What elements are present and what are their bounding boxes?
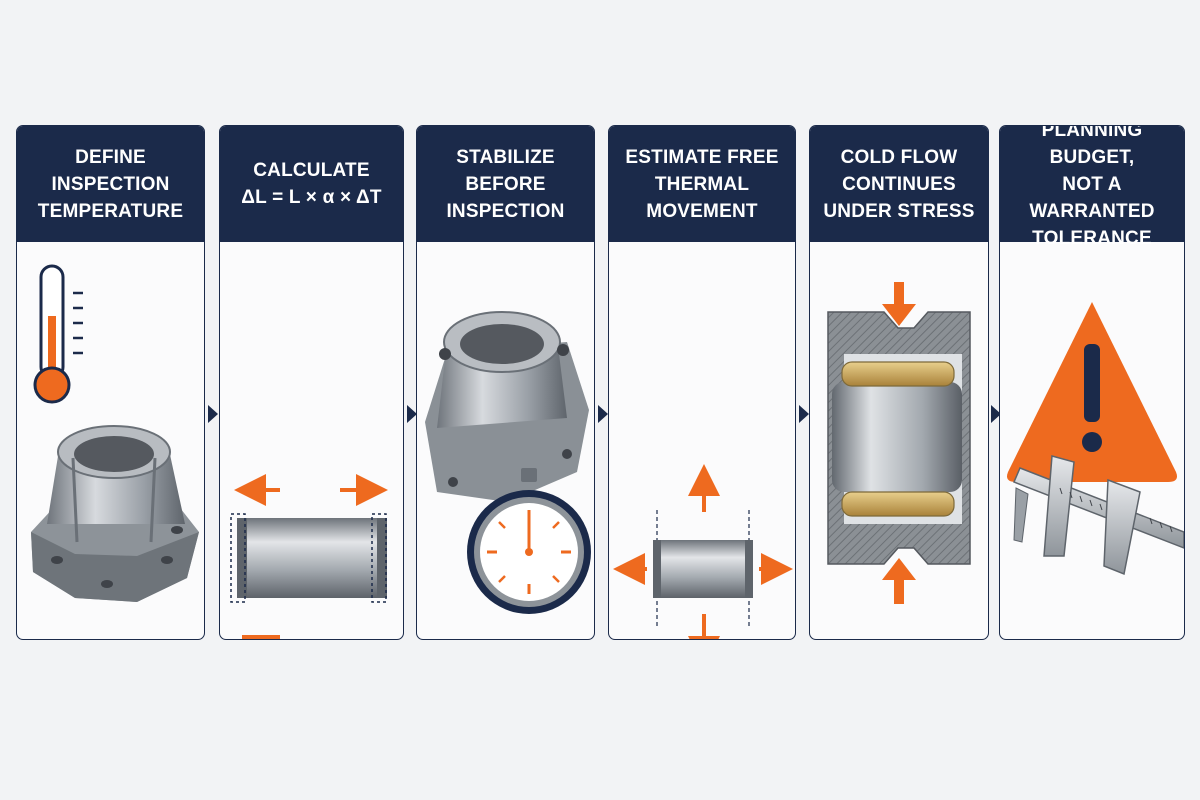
step-panel-calculate-expansion: CALCULATE ΔL = L × α × ΔT bbox=[219, 125, 404, 640]
thermometer-icon bbox=[33, 264, 83, 404]
chevron-right-icon bbox=[598, 405, 608, 423]
step-title: PLANNING BUDGET, NOT A WARRANTED TOLERAN… bbox=[1029, 125, 1155, 249]
step-header: CALCULATE ΔL = L × α × ΔT bbox=[220, 126, 403, 242]
stopwatch-icon bbox=[467, 468, 591, 614]
step-header: ESTIMATE FREE THERMAL MOVEMENT bbox=[609, 126, 795, 242]
step-illustration bbox=[1000, 242, 1184, 639]
step-panel-cold-flow: COLD FLOW CONTINUES UNDER STRESS bbox=[809, 125, 989, 640]
flanged-housing-icon bbox=[425, 311, 589, 502]
step-illustration bbox=[810, 242, 988, 639]
step-illustration bbox=[220, 242, 403, 639]
step-panel-stabilize: STABILIZE BEFORE INSPECTION bbox=[416, 125, 595, 640]
chevron-right-icon bbox=[208, 405, 218, 423]
step-header: DEFINE INSPECTION TEMPERATURE bbox=[17, 126, 204, 242]
clamped-bearing-icon bbox=[827, 282, 971, 604]
chevron-right-icon bbox=[407, 405, 417, 423]
warning-triangle-icon bbox=[1007, 302, 1177, 482]
step-panel-planning-budget: PLANNING BUDGET, NOT A WARRANTED TOLERAN… bbox=[999, 125, 1185, 640]
step-panel-define-inspection-temperature: DEFINE INSPECTION TEMPERATURE bbox=[16, 125, 205, 640]
step-illustration bbox=[609, 242, 795, 639]
flanged-housing-icon bbox=[31, 425, 199, 602]
step-title: STABILIZE BEFORE INSPECTION bbox=[446, 146, 565, 222]
caliper-icon bbox=[1013, 455, 1184, 576]
step-panel-estimate-free-movement: ESTIMATE FREE THERMAL MOVEMENT bbox=[608, 125, 796, 640]
step-title: DEFINE INSPECTION TEMPERATURE bbox=[37, 146, 184, 222]
step-header: STABILIZE BEFORE INSPECTION bbox=[417, 126, 594, 242]
free-expansion-arrows-icon bbox=[613, 464, 793, 639]
chevron-right-icon bbox=[799, 405, 809, 423]
step-title: ESTIMATE FREE THERMAL MOVEMENT bbox=[625, 146, 779, 222]
cylinder-expansion-icon bbox=[230, 474, 388, 639]
step-illustration bbox=[17, 242, 204, 639]
chevron-right-icon bbox=[991, 405, 1001, 423]
step-header: PLANNING BUDGET, NOT A WARRANTED TOLERAN… bbox=[1000, 126, 1184, 249]
step-illustration bbox=[417, 242, 594, 639]
step-title: COLD FLOW CONTINUES UNDER STRESS bbox=[823, 146, 975, 222]
step-header: COLD FLOW CONTINUES UNDER STRESS bbox=[810, 126, 988, 242]
step-title: CALCULATE ΔL = L × α × ΔT bbox=[241, 160, 382, 208]
